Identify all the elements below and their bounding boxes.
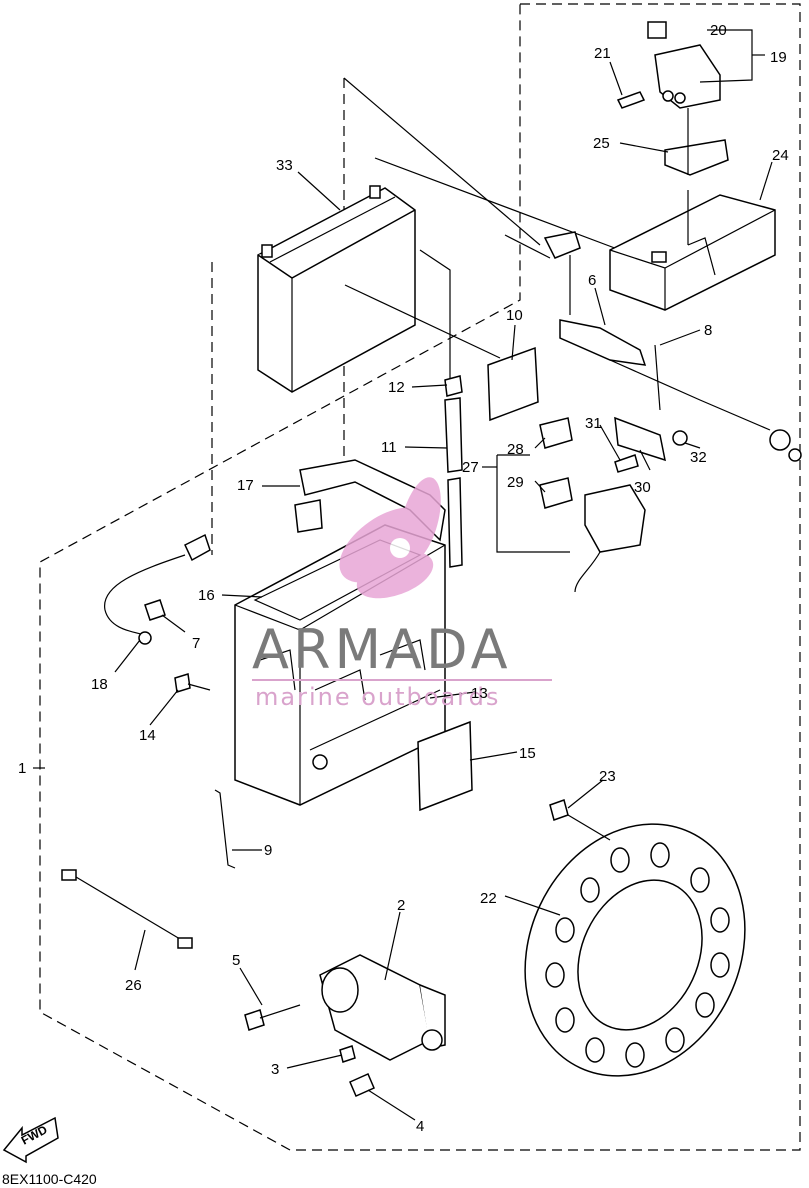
battery-band	[294, 459, 446, 542]
part-code: 8EX1100-C420	[2, 1171, 97, 1187]
battery	[257, 185, 501, 393]
callout-2: 2	[397, 897, 405, 914]
forward-arrow: FWD	[2, 1116, 59, 1164]
rotor-22	[524, 823, 746, 1077]
starter-relay	[647, 21, 721, 109]
callout-18: 18	[91, 676, 108, 693]
callout-5: 5	[232, 952, 240, 969]
fuse-plate	[614, 416, 688, 473]
battery-leads	[343, 77, 621, 259]
wire-harness	[61, 869, 193, 949]
callout-6: 6	[588, 272, 596, 289]
brand-logo	[339, 477, 441, 599]
callout-4: 4	[416, 1118, 424, 1135]
callout-30: 30	[634, 479, 651, 496]
watermark-brand: ARMADA	[252, 618, 512, 681]
rotor-holes	[545, 842, 730, 1068]
callout-23: 23	[599, 768, 616, 785]
callout-22: 22	[480, 890, 497, 907]
bracket-25	[664, 108, 729, 245]
bolt-23	[549, 799, 611, 841]
leader-lines	[33, 29, 773, 1121]
callout-28: 28	[507, 441, 524, 458]
callout-29: 29	[507, 474, 524, 491]
callout-11: 11	[381, 439, 397, 456]
callout-10: 10	[506, 307, 523, 324]
callout-15: 15	[519, 745, 536, 762]
callout-27: 27	[462, 459, 479, 476]
pad-15	[417, 720, 473, 812]
pad-10	[487, 346, 539, 422]
bolt-21	[616, 91, 646, 109]
callout-24: 24	[772, 147, 789, 164]
callout-1: 1	[18, 760, 26, 777]
callout-25: 25	[593, 135, 610, 152]
callouts: 20 19 21 25 24 33 6 10 8 12 31 11 28 32 …	[18, 22, 789, 1135]
screw-14	[174, 673, 211, 693]
callout-3: 3	[271, 1061, 279, 1078]
callout-32: 32	[690, 449, 707, 466]
callout-19: 19	[770, 49, 787, 66]
clip-9	[214, 789, 236, 869]
callout-8: 8	[704, 322, 712, 339]
callout-13: 13	[471, 685, 488, 702]
ground-lead	[104, 533, 211, 645]
watermark-tagline: marine outboards	[255, 683, 500, 711]
callout-16: 16	[198, 587, 215, 604]
breather-hose	[444, 375, 463, 568]
fuse-holder-8	[654, 344, 661, 411]
callout-26: 26	[125, 977, 142, 994]
callout-20: 20	[710, 22, 727, 39]
callout-12: 12	[388, 379, 405, 396]
starter-motor	[319, 954, 446, 1061]
callout-17: 17	[237, 477, 254, 494]
callout-33: 33	[276, 157, 293, 174]
connector-6	[543, 231, 802, 462]
callout-14: 14	[139, 727, 156, 744]
callout-9: 9	[264, 842, 272, 859]
callout-31: 31	[585, 415, 602, 432]
rectifier-regulator	[609, 194, 776, 311]
callout-7: 7	[192, 635, 200, 652]
callout-21: 21	[594, 45, 611, 62]
